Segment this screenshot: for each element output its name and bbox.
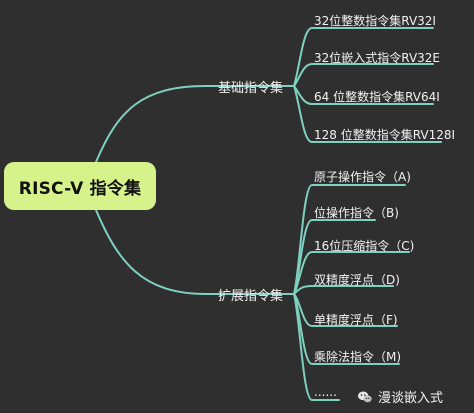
branch-extended[interactable]: 扩展指令集 bbox=[218, 289, 284, 304]
connector-root-ext bbox=[95, 209, 207, 295]
leaf-ext-atomic[interactable]: 原子操作指令（A) bbox=[314, 170, 411, 184]
leaf-basic-rv128i[interactable]: 128 位整数指令集RV128I bbox=[314, 128, 456, 142]
connector-basic-2 bbox=[293, 63, 434, 87]
connector-root-basic bbox=[95, 85, 207, 163]
connector-basic-1 bbox=[293, 27, 434, 87]
root-node[interactable]: RISC-V 指令集 bbox=[4, 162, 156, 210]
connector-ext-7 bbox=[293, 293, 340, 401]
leaf-basic-rv32i[interactable]: 32位整数指令集RV32I bbox=[314, 14, 436, 28]
leaf-ext-single[interactable]: 单精度浮点（F) bbox=[314, 313, 398, 327]
branch-basic[interactable]: 基础指令集 bbox=[218, 81, 284, 96]
leaf-ext-bitmanip[interactable]: 位操作指令（B) bbox=[314, 206, 399, 220]
leaf-ext-compressed[interactable]: 16位压缩指令（C) bbox=[314, 239, 415, 253]
connector-basic-4 bbox=[293, 85, 442, 143]
leaf-ext-muldiv[interactable]: 乘除法指令（M) bbox=[314, 350, 402, 364]
connector-ext-4 bbox=[293, 285, 394, 295]
leaf-basic-rv32e[interactable]: 32位嵌入式指令RV32E bbox=[314, 51, 441, 65]
connector-ext-3 bbox=[293, 251, 410, 295]
leaf-basic-rv64i[interactable]: 64 位整数指令集RV64I bbox=[314, 90, 440, 104]
watermark-label: 漫谈嵌入式 bbox=[378, 391, 444, 406]
wechat-icon bbox=[358, 391, 372, 402]
leaf-ext-double[interactable]: 双精度浮点（D) bbox=[314, 273, 400, 287]
watermark: 漫谈嵌入式 bbox=[357, 387, 443, 406]
leaf-ext-more[interactable]: ...... bbox=[314, 385, 337, 399]
